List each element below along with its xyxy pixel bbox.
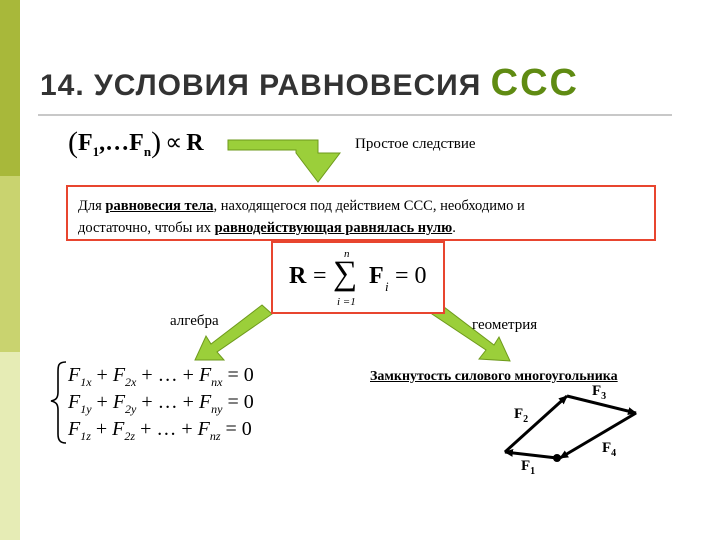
eq-x-plus3: + [182, 364, 194, 386]
force-system-formula: (F1,…Fn)∝R [68, 124, 204, 160]
resultant-lhs: R [289, 263, 307, 289]
eq-y-term2: F [112, 391, 126, 413]
eq-y-term1: F [68, 391, 81, 413]
condition-underlined-2: равнодействующая равнялась нулю [214, 220, 453, 236]
formula-f1-sub: 1 [92, 143, 100, 159]
slide-title-abbr: ССС [490, 62, 579, 104]
equation-x: F1x+F2x+…+Fnx=0 [68, 364, 254, 390]
eq-x-plus1: + [96, 364, 108, 386]
eq-z-term2: F [112, 418, 125, 440]
eq-x-term3: F [198, 364, 212, 386]
eq-y-plus1: + [96, 391, 108, 413]
label-f1-name: F [521, 458, 531, 474]
equilibrium-condition-box: Для равновесия тела, находящегося под де… [66, 185, 656, 241]
eq-y-rhs: 0 [243, 391, 254, 413]
eq-z-rhs: 0 [241, 418, 252, 440]
down-bent-arrow [227, 139, 342, 183]
polygon-closure-heading: Замкнутость силового многоугольника [370, 369, 618, 384]
sum-symbol: ∑ [333, 255, 358, 292]
eq-z-dots: … [156, 418, 177, 440]
polygon-label-f4: F4 [602, 440, 616, 459]
formula-open-paren: ( [68, 126, 78, 159]
force-vector-f2 [503, 394, 569, 454]
formula-fn-sub: n [143, 143, 152, 159]
resultant-equation-box: R = n ∑ i =1 F i = 0 [271, 241, 445, 314]
label-f2-name: F [514, 406, 524, 422]
eq-y-equals: = [227, 391, 239, 413]
slide-title: 14. УСЛОВИЯ РАВНОВЕСИЯ ССС [40, 62, 579, 105]
title-underline [38, 114, 672, 116]
resultant-rhs: = 0 [395, 263, 427, 289]
eq-z-plus1: + [95, 418, 108, 440]
condition-text-2: , находящегося под действием ССС, необхо… [213, 198, 525, 214]
sum-term-sub: i [385, 279, 389, 294]
label-f3-name: F [592, 383, 602, 399]
label-f4-name: F [602, 440, 612, 456]
force-polygon [503, 394, 637, 462]
force-vector-f4 [559, 411, 637, 460]
eq-z-term3: F [197, 418, 210, 440]
eq-z-term3-sub: nz [209, 429, 221, 443]
condition-text-3: достаточно, чтобы их [78, 220, 215, 236]
eq-y-term3: F [198, 391, 212, 413]
label-f1-sub: 1 [530, 466, 536, 477]
formula-equivalence: ∝ [165, 130, 183, 156]
condition-underlined-1: равновесия тела [105, 198, 214, 214]
polygon-start-point [553, 454, 561, 462]
eq-z-plus2: + [140, 418, 152, 440]
eq-y-plus2: + [141, 391, 153, 413]
formula-dots: ,… [99, 130, 130, 156]
label-f2-sub: 2 [523, 414, 529, 425]
eq-y-plus3: + [182, 391, 194, 413]
eq-x-term1-sub: 1x [80, 375, 92, 389]
algebra-label: алгебра [170, 313, 219, 329]
condition-text-4: . [452, 220, 456, 236]
eq-y-term3-sub: ny [211, 402, 223, 416]
sum-lower-limit: i =1 [337, 296, 356, 308]
eq-x-term1: F [68, 364, 81, 386]
eq-z-term1: F [68, 418, 81, 440]
system-brace [50, 361, 67, 444]
polygon-label-f1: F1 [521, 458, 535, 477]
eq-z-equals: = [225, 418, 237, 440]
eq-z-term1-sub: 1z [80, 429, 91, 443]
equation-z: F1z+F2z+…+Fnz=0 [68, 418, 252, 444]
geometry-label: геометрия [472, 317, 538, 333]
eq-x-dots: … [157, 364, 178, 386]
force-vector-f3 [566, 394, 637, 415]
label-f4-sub: 4 [611, 448, 617, 459]
sum-upper-limit: n [344, 248, 350, 260]
polygon-label-f3: F3 [592, 383, 606, 402]
eq-y-term2-sub: 2y [125, 402, 137, 416]
resultant-equals: = [313, 263, 327, 289]
eq-x-term3-sub: nx [211, 375, 223, 389]
eq-z-term2-sub: 2z [124, 429, 136, 443]
eq-x-rhs: 0 [243, 364, 254, 386]
side-stripe-middle [0, 176, 20, 352]
algebra-arrow [194, 304, 273, 361]
side-stripe-bottom [0, 352, 20, 540]
geometry-arrow [431, 303, 511, 362]
formula-f1: F [78, 130, 93, 156]
eq-x-plus2: + [141, 364, 153, 386]
slide-title-main: 14. УСЛОВИЯ РАВНОВЕСИЯ [40, 69, 482, 102]
label-f3-sub: 3 [601, 391, 607, 402]
formula-fn: F [129, 130, 144, 156]
polygon-label-f2: F2 [514, 406, 528, 425]
eq-x-term2-sub: 2x [125, 375, 137, 389]
force-vector-f1 [504, 448, 558, 460]
formula-resultant: R [186, 130, 204, 156]
eq-x-equals: = [227, 364, 239, 386]
eq-x-term2: F [112, 364, 126, 386]
equation-y: F1y+F2y+…+Fny=0 [68, 391, 254, 417]
eq-y-dots: … [157, 391, 178, 413]
condition-text-1: Для [78, 198, 106, 214]
eq-y-term1-sub: 1y [80, 402, 92, 416]
simple-consequence-note: Простое следствие [355, 136, 476, 152]
eq-z-plus3: + [181, 418, 193, 440]
sum-term: F [369, 263, 384, 289]
formula-close-paren: ) [151, 126, 162, 159]
side-stripe-top [0, 0, 20, 176]
